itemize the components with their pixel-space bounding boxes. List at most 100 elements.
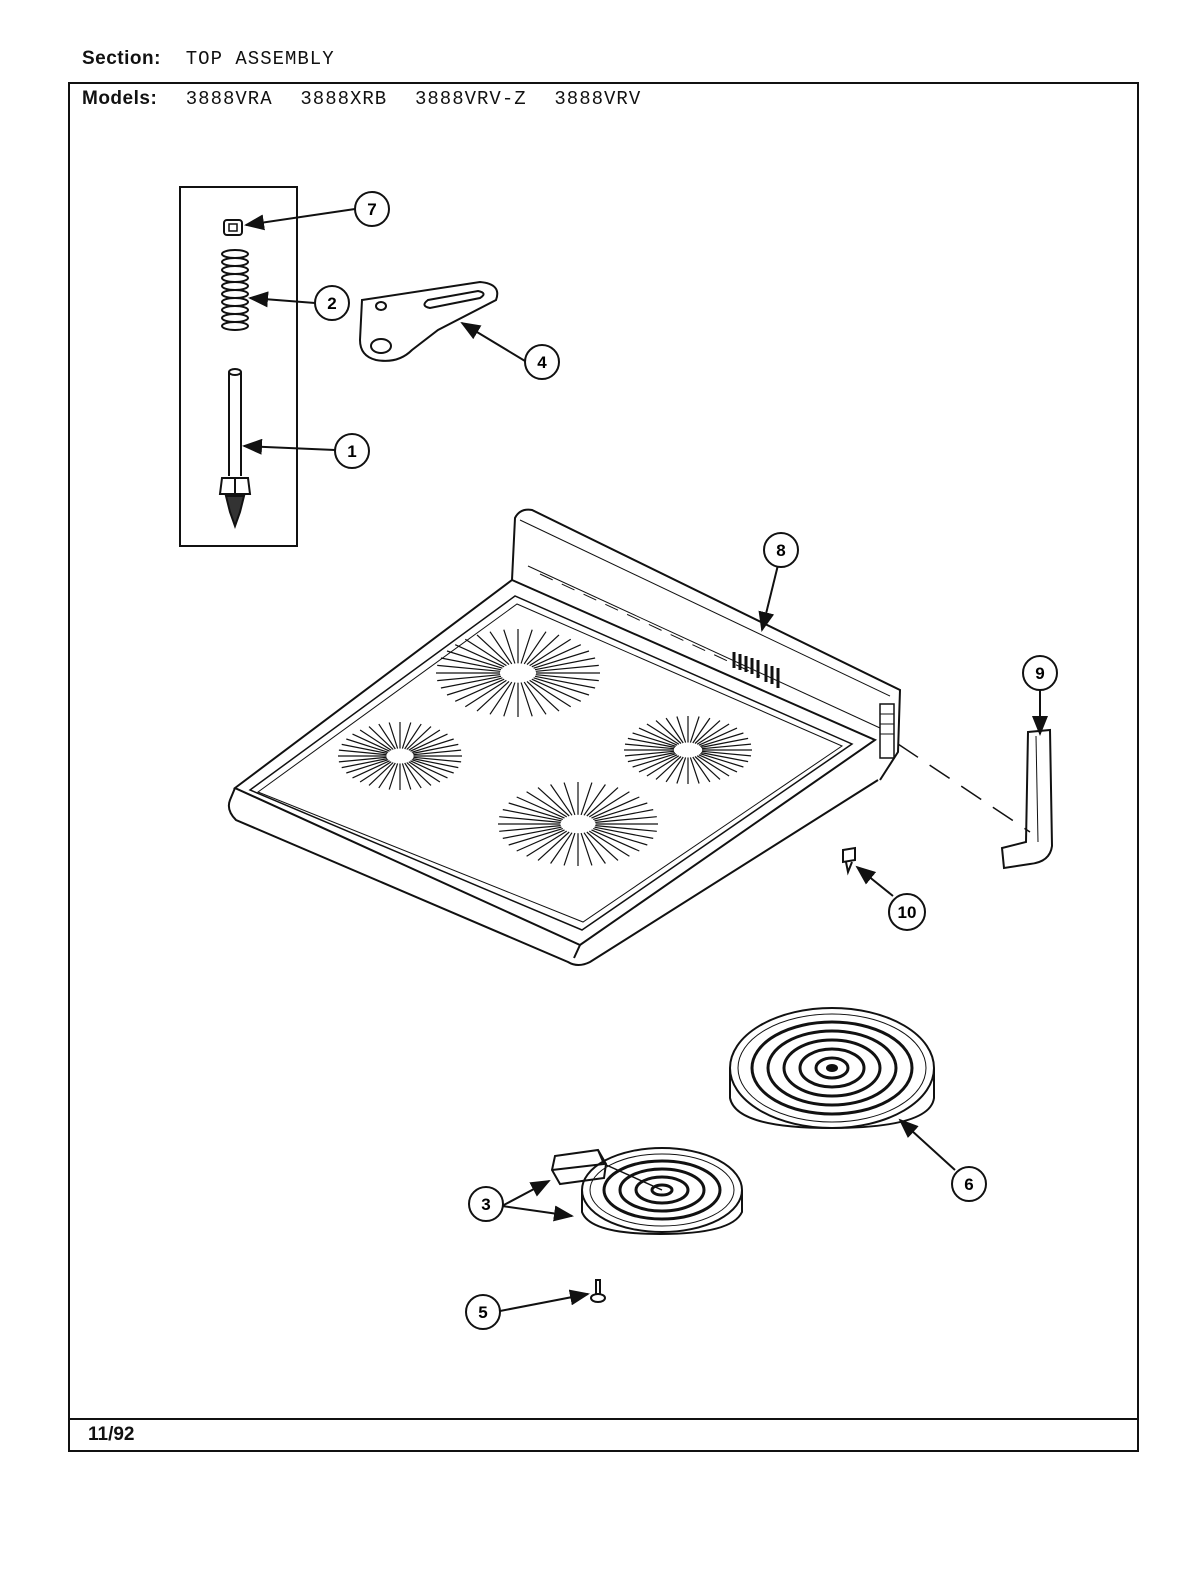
model-number: 3888VRV xyxy=(554,88,642,110)
burner-ray xyxy=(413,756,462,763)
burner-ray xyxy=(627,737,675,748)
burner-ray xyxy=(533,650,590,669)
burner-ray xyxy=(440,675,502,689)
cooktop-main-top xyxy=(227,508,902,966)
burner-ray xyxy=(627,752,675,763)
burner-ray xyxy=(583,832,606,864)
callout-number: 8 xyxy=(776,541,785,560)
burner-ray xyxy=(701,750,752,757)
callout-1: 1 xyxy=(334,433,370,469)
burner-ray xyxy=(586,787,619,817)
burner-ray xyxy=(535,674,599,682)
burner-ray xyxy=(499,816,561,823)
burner-ray xyxy=(408,761,441,783)
burner-ray xyxy=(563,782,576,816)
burner-ray xyxy=(595,825,657,832)
callout-3: 3 xyxy=(468,1186,504,1222)
burner-ray xyxy=(359,729,392,751)
callout-8: 8 xyxy=(763,532,799,568)
burner-ray xyxy=(412,758,459,769)
burner-ray xyxy=(638,727,678,746)
burner-ray xyxy=(531,678,582,702)
burner-ray xyxy=(388,763,399,790)
callout-number: 5 xyxy=(478,1303,487,1322)
callout-number: 3 xyxy=(481,1195,490,1214)
burner-ray xyxy=(646,755,680,777)
burner-ray xyxy=(523,631,547,665)
burner-ray xyxy=(526,791,568,818)
burner-ray xyxy=(388,722,399,749)
burner-ray xyxy=(580,832,593,866)
burner-ray xyxy=(352,733,390,752)
burner-ray xyxy=(346,738,389,753)
large-surface-element xyxy=(729,1007,935,1130)
models-line: Models: 3888VRA 3888XRB 3888VRV-Z 3888VR… xyxy=(82,88,663,110)
burner-ray xyxy=(696,755,730,777)
burner-ray xyxy=(531,644,582,668)
burner-ray xyxy=(410,733,448,752)
burner-ray xyxy=(502,826,562,839)
burner-ray xyxy=(689,716,700,743)
callout-number: 10 xyxy=(898,903,917,922)
model-number: 3888XRB xyxy=(300,88,388,110)
burner-ray xyxy=(696,723,730,745)
burner-ray xyxy=(700,732,744,747)
burner-ray xyxy=(550,784,573,816)
burner-ray xyxy=(508,802,563,820)
callout-number: 9 xyxy=(1035,664,1044,683)
burner-ray xyxy=(454,678,505,702)
burner-ray xyxy=(701,752,749,763)
model-number: 3888VRA xyxy=(185,88,273,110)
nut-part xyxy=(223,219,243,236)
burner-ray xyxy=(516,829,565,852)
model-number: 3888VRV-Z xyxy=(415,88,527,110)
burner-ray xyxy=(535,664,599,672)
burner-ray xyxy=(404,723,422,750)
burner-ray xyxy=(537,831,570,861)
burner-ray xyxy=(437,664,501,672)
burner-ray xyxy=(665,717,684,744)
burner-ray xyxy=(638,754,678,773)
burner-ray xyxy=(464,679,507,708)
burner-ray xyxy=(529,679,572,708)
burner-ray xyxy=(476,680,510,712)
bracket-part xyxy=(358,280,499,362)
clip-part xyxy=(842,846,856,876)
callout-7: 7 xyxy=(354,191,390,227)
burner-ray xyxy=(520,629,533,664)
inset-box xyxy=(179,186,298,547)
burner-ray xyxy=(701,737,749,748)
callout-10: 10 xyxy=(888,893,926,931)
burner-ray xyxy=(503,682,516,717)
burner-ray xyxy=(411,738,454,753)
callout-number: 6 xyxy=(964,1175,973,1194)
burner-ray xyxy=(406,762,432,786)
burner-ray xyxy=(593,802,648,820)
burner-ray xyxy=(624,743,675,750)
burner-ray xyxy=(534,675,596,689)
burner-ray xyxy=(454,644,505,668)
burner-ray xyxy=(655,756,682,780)
burner-ray xyxy=(520,682,533,717)
burner-ray xyxy=(476,634,510,666)
burner-ray xyxy=(410,760,448,779)
burner-ray xyxy=(580,782,593,816)
burner-ray xyxy=(489,681,513,715)
burner-ray xyxy=(632,753,676,768)
burner-ray xyxy=(489,631,513,665)
burner-ray xyxy=(689,757,700,784)
burner-ray xyxy=(526,680,560,712)
burner-ray xyxy=(586,831,619,861)
burner-ray xyxy=(464,638,507,667)
burner-ray xyxy=(378,762,396,789)
callouts: 7 2 4 1 8 9 10 6 3 5 xyxy=(314,191,1058,1330)
burner-ray xyxy=(368,726,394,750)
burner-ray xyxy=(632,732,676,747)
burner-ray xyxy=(338,756,387,763)
burner-ray xyxy=(401,763,412,790)
burner-ray xyxy=(404,762,422,789)
burner-ray xyxy=(588,791,630,818)
callout-number: 2 xyxy=(327,294,336,313)
burner-ray xyxy=(694,720,721,744)
